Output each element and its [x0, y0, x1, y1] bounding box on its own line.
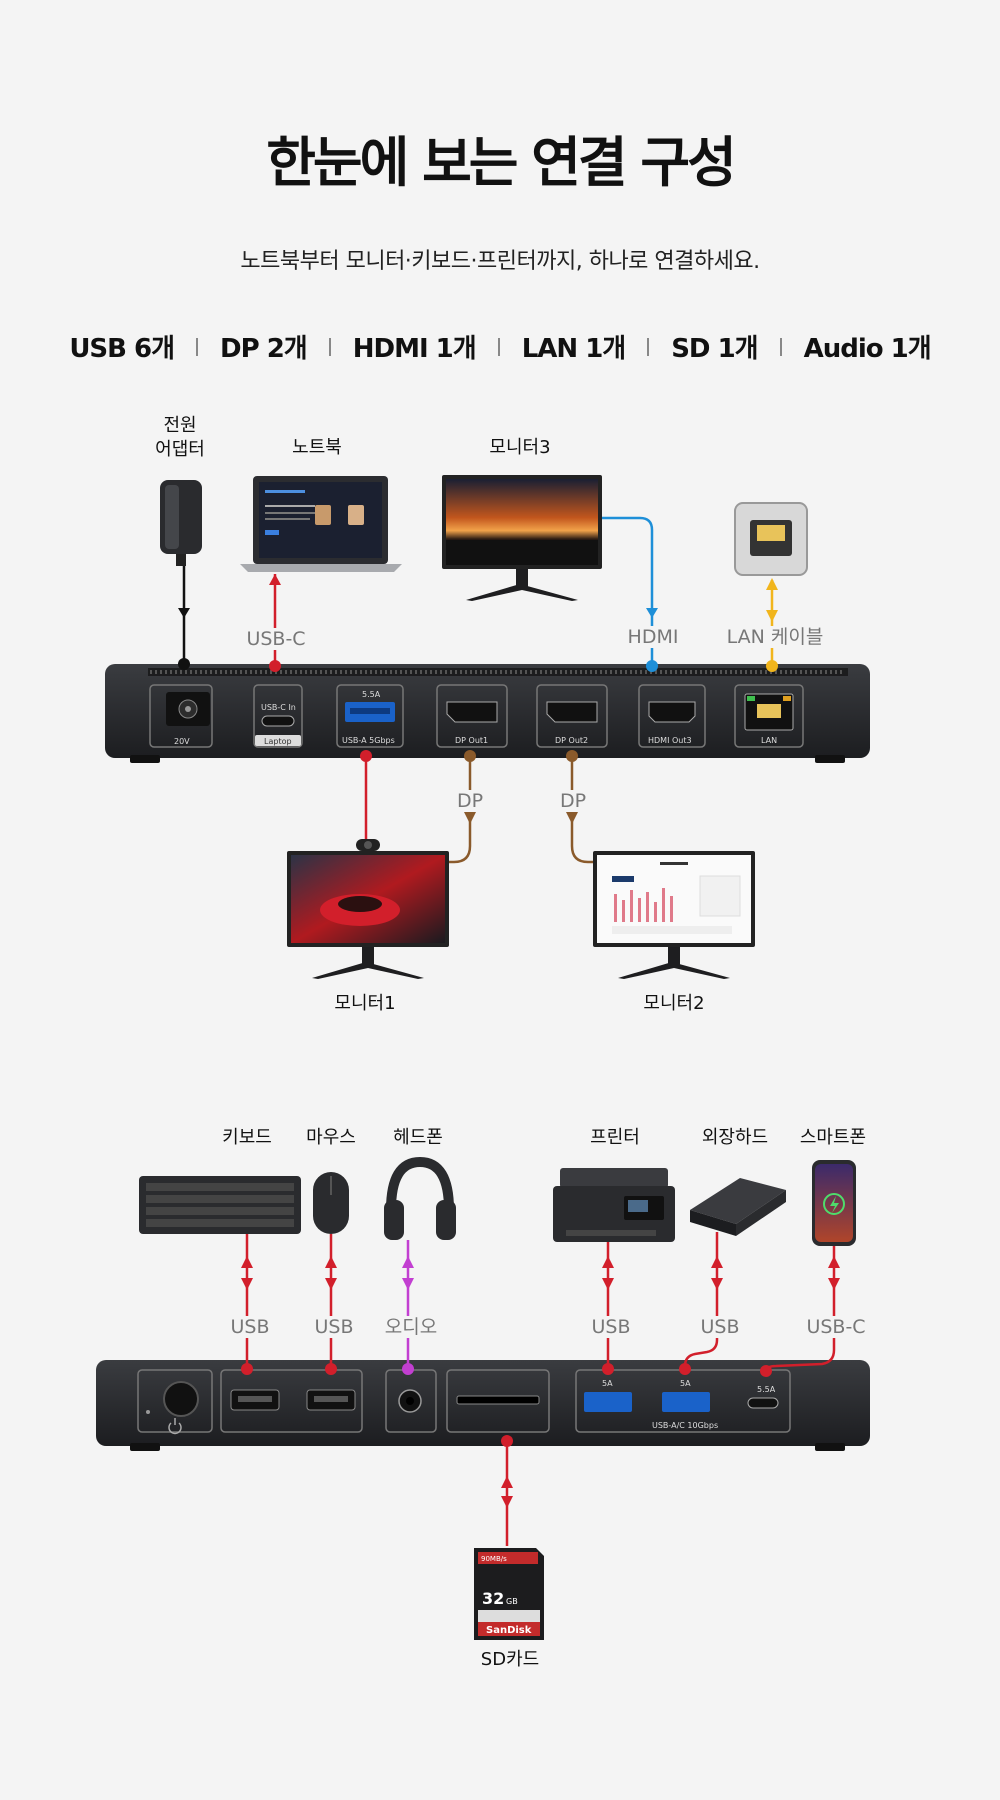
cable-mouse [325, 1234, 337, 1375]
port-usbc-in [253, 684, 303, 748]
port-dc-in [149, 684, 213, 748]
spec-bar: USB 6개 DP 2개 HDMI 1개 LAN 1개 SD 1개 Audio … [0, 328, 1000, 365]
page-title: 한눈에 보는 연결 구성 [266, 131, 737, 194]
port-lan [734, 684, 804, 748]
port-label-dp1: DP Out1 [455, 736, 488, 745]
port-label-lan: LAN [761, 736, 777, 745]
spec-dp: DP 2개 [220, 334, 308, 364]
cable-sd [501, 1435, 513, 1546]
sd-capacity-label: 32 [482, 1589, 504, 1608]
spec-hdmi: HDMI 1개 [352, 334, 477, 364]
spec-audio: Audio 1개 [803, 334, 932, 364]
port-label-dp2: DP Out2 [555, 736, 588, 745]
cable-label-printer: USB [583, 1316, 639, 1338]
port-audio [385, 1369, 437, 1433]
cable-phone [760, 1246, 840, 1377]
printer-icon [553, 1168, 675, 1242]
cable-hdd [679, 1232, 723, 1375]
cable-label-phone: USB-C [796, 1316, 876, 1338]
spec-divider [647, 337, 650, 356]
label-monitor1: 모니터1 [334, 993, 396, 1014]
headphone-icon [384, 1156, 456, 1240]
external-hdd-icon [690, 1178, 786, 1236]
cable-label-lan: LAN 케이블 [720, 626, 830, 648]
port-label-laptop: Laptop [264, 737, 292, 746]
label-hdd: 외장하드 [701, 1127, 769, 1148]
label-monitor2: 모니터2 [643, 993, 705, 1014]
laptop-icon [240, 476, 402, 572]
cable-dp1 [449, 750, 476, 864]
cable-lan [766, 578, 778, 672]
keyboard-icon [139, 1176, 301, 1234]
spec-divider [779, 337, 782, 356]
port-label-usba1-power: 5A [602, 1379, 613, 1388]
label-headphone: 헤드폰 [393, 1127, 443, 1148]
lan-socket-icon [734, 502, 808, 576]
port-label-usba-power: 5.5A [362, 690, 381, 699]
port-label-usb-group: USB-A/C 10Gbps [652, 1421, 718, 1430]
page-subtitle: 노트북부터 모니터·키보드·프린터까지, 하나로 연결하세요. [240, 249, 760, 274]
cable-keyboard [241, 1234, 253, 1375]
cable-power [178, 566, 190, 670]
port-label-dc: 20V [174, 737, 190, 746]
label-laptop: 노트북 [292, 437, 342, 458]
label-mouse: 마우스 [306, 1127, 356, 1148]
label-printer: 프린터 [590, 1127, 640, 1148]
monitor3-icon [442, 475, 602, 601]
cable-headphone [402, 1240, 414, 1375]
monitor1-icon [287, 839, 449, 979]
spec-usb: USB 6개 [69, 334, 175, 364]
label-sdcard: SD카드 [480, 1649, 540, 1670]
cable-label-audio: 오디오 [376, 1316, 446, 1338]
mouse-icon [313, 1172, 349, 1234]
sd-capacity-unit: GB [506, 1597, 518, 1606]
spec-sd: SD 1개 [671, 334, 758, 364]
spec-divider [196, 337, 199, 356]
cable-usba-camera [360, 750, 372, 839]
port-usba [336, 684, 404, 748]
port-dp2 [536, 684, 608, 748]
sd-speed-label: 90MB/s [481, 1555, 507, 1563]
cable-label-usbc: USB-C [238, 628, 314, 650]
port-label-hdmi: HDMI Out3 [648, 736, 692, 745]
cable-label-dp2: DP [555, 790, 591, 812]
port-label-usba2-power: 5A [680, 1379, 691, 1388]
power-adapter-icon [160, 480, 202, 566]
cable-label-dp1: DP [452, 790, 488, 812]
spec-divider [497, 337, 500, 356]
cable-dp2 [566, 750, 593, 864]
spec-lan: LAN 1개 [521, 334, 627, 364]
label-smartphone: 스마트폰 [799, 1127, 867, 1148]
port-hdmi [638, 684, 706, 748]
port-sd [446, 1369, 550, 1433]
label-keyboard: 키보드 [222, 1127, 272, 1148]
cable-printer [602, 1242, 614, 1375]
sd-card-icon [474, 1548, 544, 1640]
cable-label-hdmi: HDMI [618, 626, 688, 648]
cable-hdmi-monitor3 [602, 516, 658, 672]
port-label-usbc-in: USB-C In [261, 703, 296, 712]
port-label-usbc-power: 5.5A [757, 1385, 776, 1394]
sd-brand-label: SanDisk [486, 1625, 532, 1636]
power-button [137, 1369, 213, 1435]
port-usb-keyboard-mouse-group [220, 1369, 363, 1433]
label-monitor3: 모니터3 [489, 437, 551, 458]
cable-usbc-laptop [269, 574, 281, 672]
cable-label-mouse: USB [306, 1316, 362, 1338]
spec-divider [328, 337, 331, 356]
smartphone-icon [812, 1160, 856, 1246]
label-power-adapter: 전원 어댑터 [155, 415, 205, 460]
port-dp1 [436, 684, 508, 748]
monitor2-icon [593, 851, 755, 979]
cable-label-hdd: USB [692, 1316, 748, 1338]
cable-label-keyboard: USB [222, 1316, 278, 1338]
port-label-usba: USB-A 5Gbps [342, 736, 395, 745]
